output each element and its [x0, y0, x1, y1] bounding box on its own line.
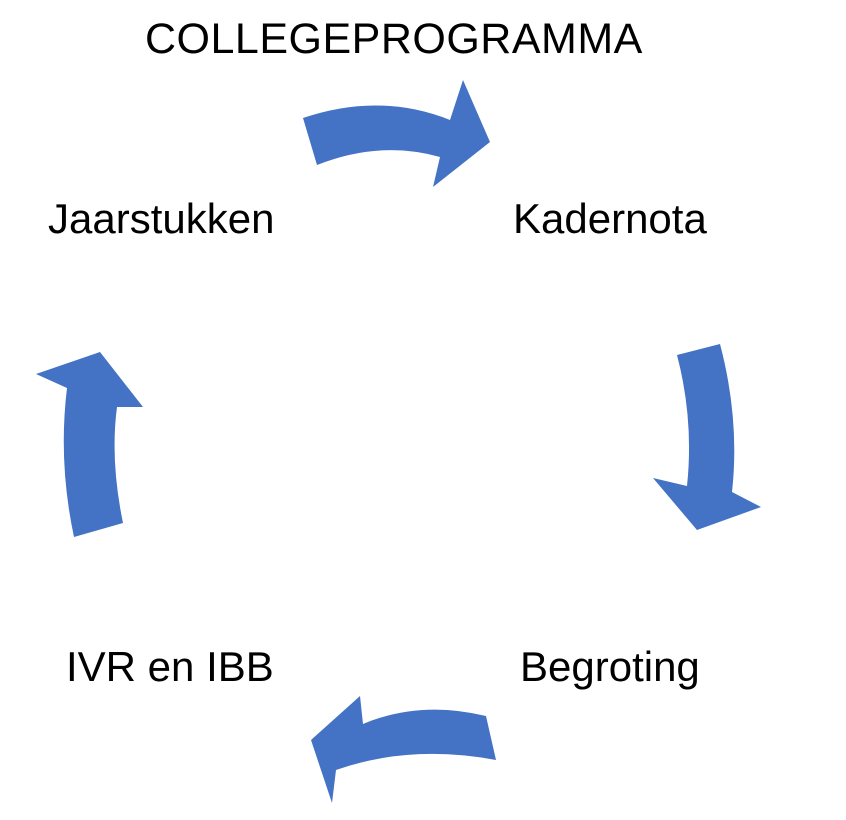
curved-arrow-icon [36, 352, 143, 537]
node-ivr-ibb: IVR en IBB [66, 643, 274, 690]
node-kadernota: Kadernota [513, 195, 707, 242]
curved-arrow-icon [303, 80, 490, 187]
node-jaarstukken: Jaarstukken [48, 195, 275, 242]
curved-arrow-icon [653, 344, 761, 530]
node-begroting: Begroting [520, 643, 700, 690]
curved-arrow-icon [311, 696, 496, 803]
diagram-title: COLLEGEPROGRAMMA [145, 15, 643, 63]
